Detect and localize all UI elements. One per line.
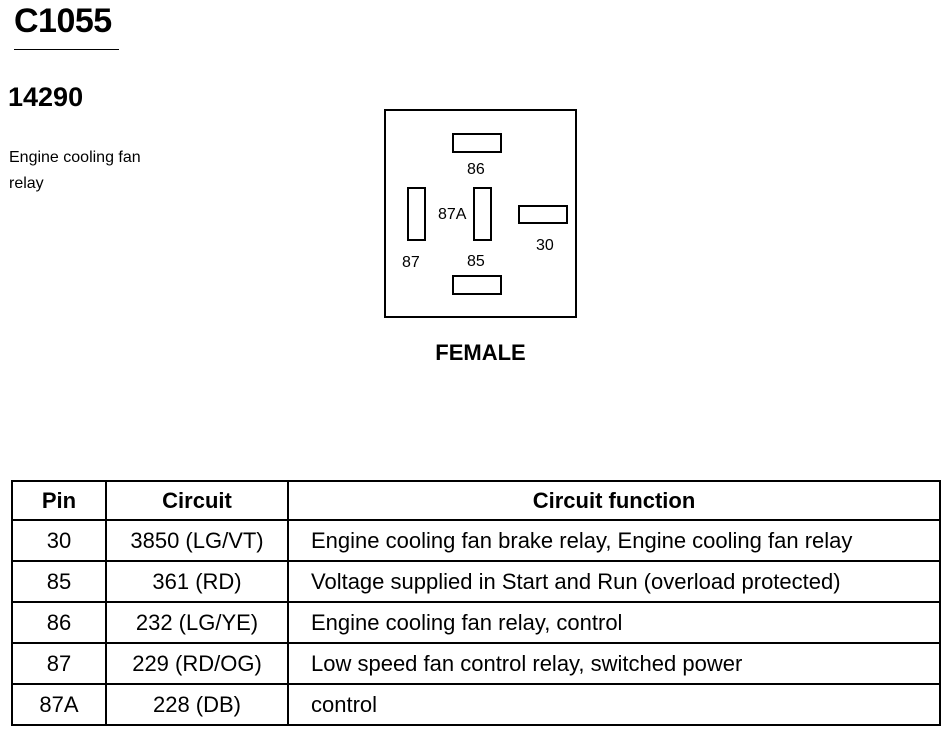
circuit-cell: 361 (RD): [105, 560, 289, 603]
terminal-85-label: 85: [467, 253, 485, 270]
pin-cell: 86: [11, 601, 107, 644]
terminal-87a-slot: [473, 187, 492, 241]
pin-cell: 30: [11, 519, 107, 562]
circuit-function-cell: Engine cooling fan brake relay, Engine c…: [287, 519, 941, 562]
table-header-row: Pin Circuit Circuit function: [11, 480, 941, 521]
header-circuit: Circuit: [105, 480, 289, 521]
circuit-cell: 228 (DB): [105, 683, 289, 726]
header-circuit-function: Circuit function: [287, 480, 941, 521]
circuit-function-cell: control: [287, 683, 941, 726]
connector-gender-label: FEMALE: [435, 340, 526, 365]
table-row: 30 3850 (LG/VT) Engine cooling fan brake…: [11, 519, 941, 562]
table-row: 86 232 (LG/YE) Engine cooling fan relay,…: [11, 601, 941, 644]
table-row: 87A 228 (DB) control: [11, 683, 941, 726]
circuit-function-cell: Low speed fan control relay, switched po…: [287, 642, 941, 685]
table-row: 85 361 (RD) Voltage supplied in Start an…: [11, 560, 941, 603]
terminal-87-slot: [407, 187, 426, 241]
circuit-function-cell: Engine cooling fan relay, control: [287, 601, 941, 644]
title-underline: [14, 49, 119, 50]
terminal-87-label: 87: [402, 254, 420, 271]
pin-cell: 87: [11, 642, 107, 685]
part-number: 14290: [8, 82, 84, 112]
connector-face-diagram: 86 87 87A 30 85: [384, 109, 577, 318]
pin-cell: 87A: [11, 683, 107, 726]
circuit-function-cell: Voltage supplied in Start and Run (overl…: [287, 560, 941, 603]
circuit-cell: 229 (RD/OG): [105, 642, 289, 685]
circuit-cell: 232 (LG/YE): [105, 601, 289, 644]
pin-cell: 85: [11, 560, 107, 603]
terminal-30-label: 30: [536, 237, 554, 254]
terminal-85-slot: [452, 275, 502, 295]
component-description: Engine cooling fan relay: [9, 149, 141, 192]
terminal-87a-label: 87A: [438, 206, 467, 223]
terminal-86-label: 86: [467, 161, 485, 178]
pin-function-table: Pin Circuit Circuit function 30 3850 (LG…: [11, 480, 941, 726]
connector-id: C1055: [14, 2, 112, 40]
terminal-86-slot: [452, 133, 502, 153]
header-pin: Pin: [11, 480, 107, 521]
terminal-30-slot: [518, 205, 568, 224]
table-row: 87 229 (RD/OG) Low speed fan control rel…: [11, 642, 941, 685]
circuit-cell: 3850 (LG/VT): [105, 519, 289, 562]
